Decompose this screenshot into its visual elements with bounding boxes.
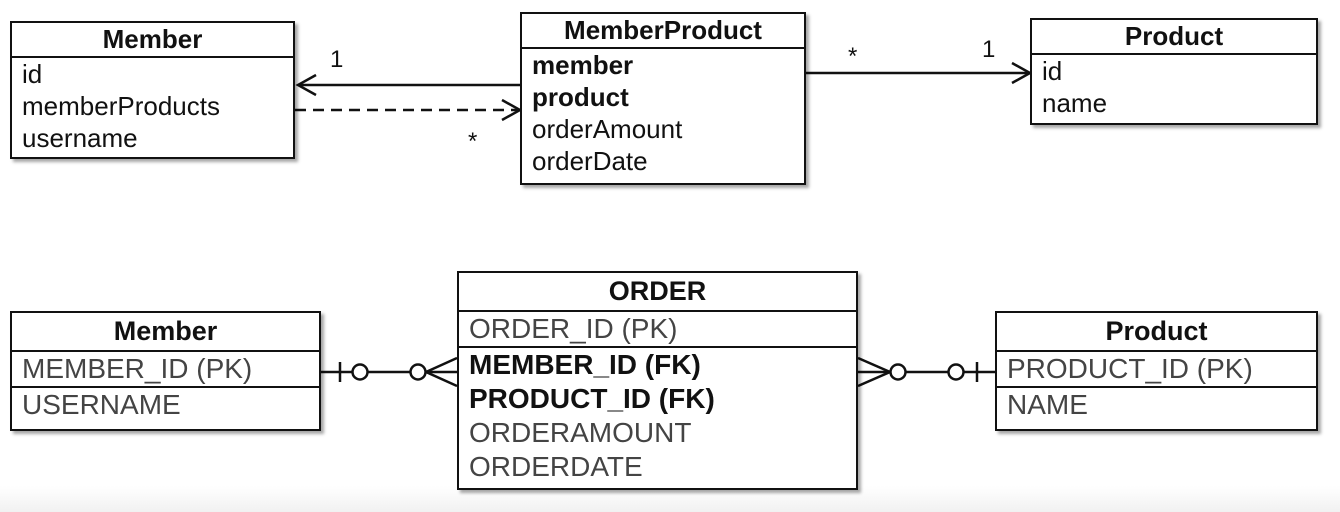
- uml-product-class: Product id name: [1030, 18, 1318, 125]
- er-product-attr: NAME: [1007, 389, 1088, 420]
- uml-memberproduct-field: product: [532, 82, 629, 112]
- multiplicity-mp-member-side: *: [468, 128, 478, 155]
- uml-member-title: Member: [12, 23, 293, 58]
- er-order-attr: ORDERDATE: [469, 451, 643, 482]
- er-member-table: Member MEMBER_ID (PK) USERNAME: [10, 311, 321, 431]
- er-member-title: Member: [12, 313, 319, 352]
- uml-memberproduct-field: orderDate: [532, 146, 648, 176]
- er-product-table: Product PRODUCT_ID (PK) NAME: [995, 311, 1318, 431]
- uml-memberproduct-class: MemberProduct member product orderAmount…: [520, 12, 806, 185]
- multiplicity-mp-product-side: *: [848, 43, 858, 70]
- uml-product-title: Product: [1032, 20, 1316, 55]
- er-product-pk: PRODUCT_ID (PK): [1007, 353, 1253, 384]
- uml-member-field: memberProducts: [22, 91, 220, 121]
- er-order-table: ORDER ORDER_ID (PK) MEMBER_ID (FK) PRODU…: [457, 271, 858, 490]
- uml-memberproduct-field: orderAmount: [532, 114, 683, 144]
- multiplicity-member-side: 1: [330, 46, 344, 73]
- member-arrowhead: [295, 73, 317, 97]
- multiplicity-product-side: 1: [982, 36, 996, 63]
- order-product-relationship: [857, 356, 997, 388]
- er-order-attr: ORDERAMOUNT: [469, 417, 692, 448]
- er-member-attr: USERNAME: [22, 389, 181, 420]
- er-order-pk: ORDER_ID (PK): [469, 313, 678, 344]
- uml-member-field: id: [22, 59, 43, 89]
- uml-memberproduct-field: member: [532, 50, 634, 80]
- er-order-title: ORDER: [459, 273, 856, 312]
- er-product-title: Product: [997, 313, 1316, 352]
- er-member-pk: MEMBER_ID (PK): [22, 353, 253, 384]
- bottom-shade: [0, 486, 1340, 512]
- uml-member-class: Member id memberProducts username: [10, 21, 295, 159]
- uml-product-field: id: [1042, 56, 1063, 86]
- uml-product-field: name: [1042, 88, 1108, 118]
- uml-member-field: username: [22, 123, 138, 153]
- member-order-relationship: [320, 356, 458, 388]
- er-order-fk: MEMBER_ID (FK): [469, 349, 701, 380]
- er-order-fk: PRODUCT_ID (FK): [469, 383, 715, 414]
- uml-memberproduct-title: MemberProduct: [522, 14, 804, 49]
